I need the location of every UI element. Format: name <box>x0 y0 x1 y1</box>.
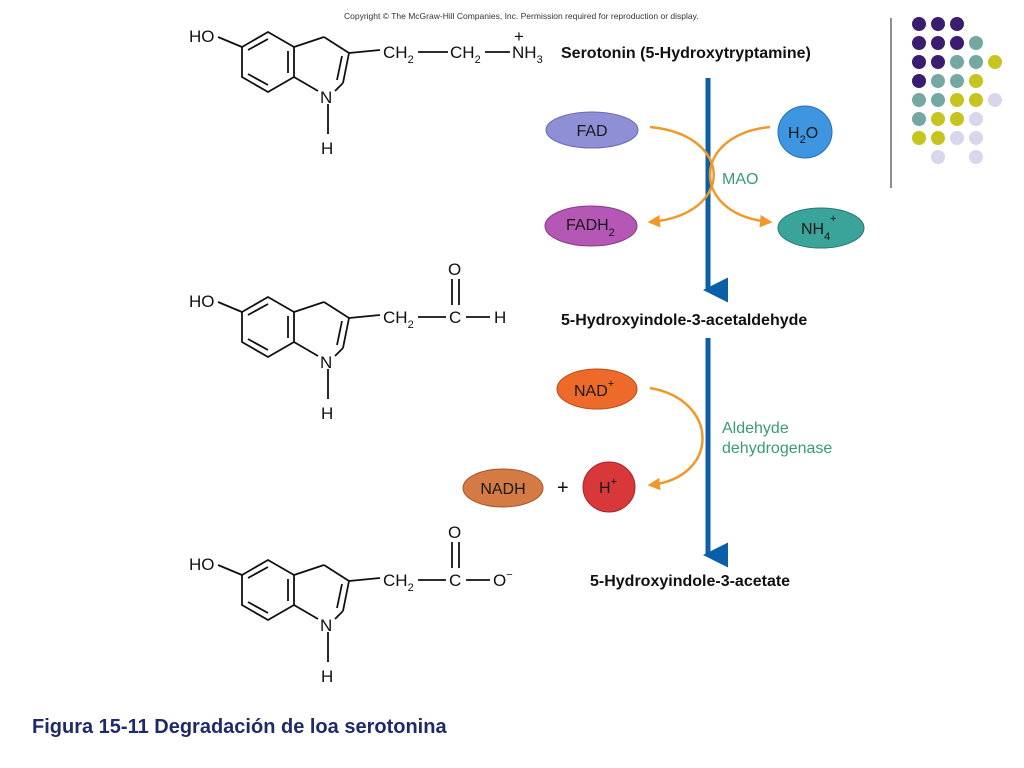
hydroxyl-label: HO <box>189 292 215 311</box>
serotonin-name: Serotonin (5-Hydroxytryptamine) <box>561 45 811 62</box>
decorative-dot <box>931 74 945 88</box>
decorative-dot <box>912 131 926 145</box>
aldehyde-name: 5-Hydroxyindole-3-acetaldehyde <box>561 312 807 329</box>
proton-label: H+ <box>599 476 617 497</box>
water-to-ammonium-curve <box>708 125 773 228</box>
enzyme-mao-label: MAO <box>722 171 758 188</box>
decorative-dot <box>931 131 945 145</box>
enzyme-aldh-label: Aldehyde <box>722 420 789 437</box>
figure-caption: Figura 15-11 Degradación de loa serotoni… <box>32 716 447 738</box>
decorative-dot <box>988 55 1002 69</box>
copyright-notice: Copyright © The McGraw-Hill Companies, I… <box>344 11 699 21</box>
nad-label: NAD+ <box>574 378 614 400</box>
nad-oval <box>556 368 638 410</box>
decorative-dot <box>950 93 964 107</box>
nadh-label: NADH <box>480 481 525 498</box>
fadh2-label: FADH2 <box>566 217 615 239</box>
fad-oval <box>545 111 639 149</box>
ammonium-oval <box>777 207 865 249</box>
decorative-dot <box>931 55 945 69</box>
aldehyde-hydrogen-label: H <box>494 308 506 327</box>
decorative-dot <box>912 74 926 88</box>
carboxylate-oxygen-label: O− <box>493 569 513 590</box>
ch2-label: CH2 <box>383 571 414 594</box>
decorative-dot <box>969 150 983 164</box>
decorative-dot <box>950 36 964 50</box>
decorative-dot <box>950 112 964 126</box>
nitrogen-label: N <box>320 353 332 372</box>
fadh2-oval <box>544 205 638 247</box>
carbonyl-oxygen-label: O <box>448 523 461 542</box>
water-label: H2O <box>788 125 818 146</box>
proton-oval <box>582 461 636 513</box>
decorative-dot <box>950 17 964 31</box>
decorative-dot <box>969 74 983 88</box>
serotonin-structure: HO N H CH2 CH2 NH3 + <box>189 27 543 158</box>
decorative-dot <box>988 93 1002 107</box>
decorative-dot <box>912 93 926 107</box>
aldehyde-structure: HO N H CH2 C O H <box>189 260 506 423</box>
ch2-label: CH2 <box>450 43 481 66</box>
fad-to-fadh2-curve <box>647 125 715 228</box>
decorative-dot <box>969 36 983 50</box>
carbonyl-carbon-label: C <box>449 308 461 327</box>
decorative-dot <box>931 93 945 107</box>
fad-label: FAD <box>576 123 607 140</box>
decorative-dot <box>931 112 945 126</box>
nitrogen-label: N <box>320 616 332 635</box>
decorative-dot <box>969 93 983 107</box>
nh-hydrogen-label: H <box>321 139 333 158</box>
decorative-dot-grid <box>912 17 1002 164</box>
decorative-dot <box>912 36 926 50</box>
hydroxyl-label: HO <box>189 555 215 574</box>
decorative-dot <box>950 74 964 88</box>
decorative-dot <box>931 36 945 50</box>
decorative-dot <box>912 112 926 126</box>
acetate-name: 5-Hydroxyindole-3-acetate <box>590 573 790 590</box>
acetate-structure: HO N H CH2 C O O− <box>189 523 513 686</box>
plus-sign: + <box>557 477 569 499</box>
decorative-dot <box>912 55 926 69</box>
nadh-oval <box>462 468 544 508</box>
decorative-dot <box>950 55 964 69</box>
charge-plus: + <box>514 27 524 46</box>
nh-hydrogen-label: H <box>321 667 333 686</box>
decorative-dot <box>969 131 983 145</box>
nh-hydrogen-label: H <box>321 404 333 423</box>
enzyme-aldh-label: dehydrogenase <box>722 440 832 457</box>
carboxyl-carbon-label: C <box>449 571 461 590</box>
ammonium-label: NH3 <box>512 43 543 66</box>
ch2-label: CH2 <box>383 43 414 66</box>
carbonyl-oxygen-label: O <box>448 260 461 279</box>
water-oval <box>777 105 833 159</box>
decorative-dot <box>969 112 983 126</box>
decorative-dot <box>950 131 964 145</box>
ammonium-ion-label: NH4 <box>801 221 830 243</box>
hydroxyl-label: HO <box>189 27 215 46</box>
ammonium-charge: + <box>830 213 836 225</box>
nad-to-nadh-curve <box>647 386 704 491</box>
decorative-dot <box>931 150 945 164</box>
nitrogen-label: N <box>320 88 332 107</box>
ch2-label: CH2 <box>383 308 414 331</box>
decorative-dot <box>912 17 926 31</box>
decorative-dot <box>969 55 983 69</box>
decorative-dot <box>931 17 945 31</box>
